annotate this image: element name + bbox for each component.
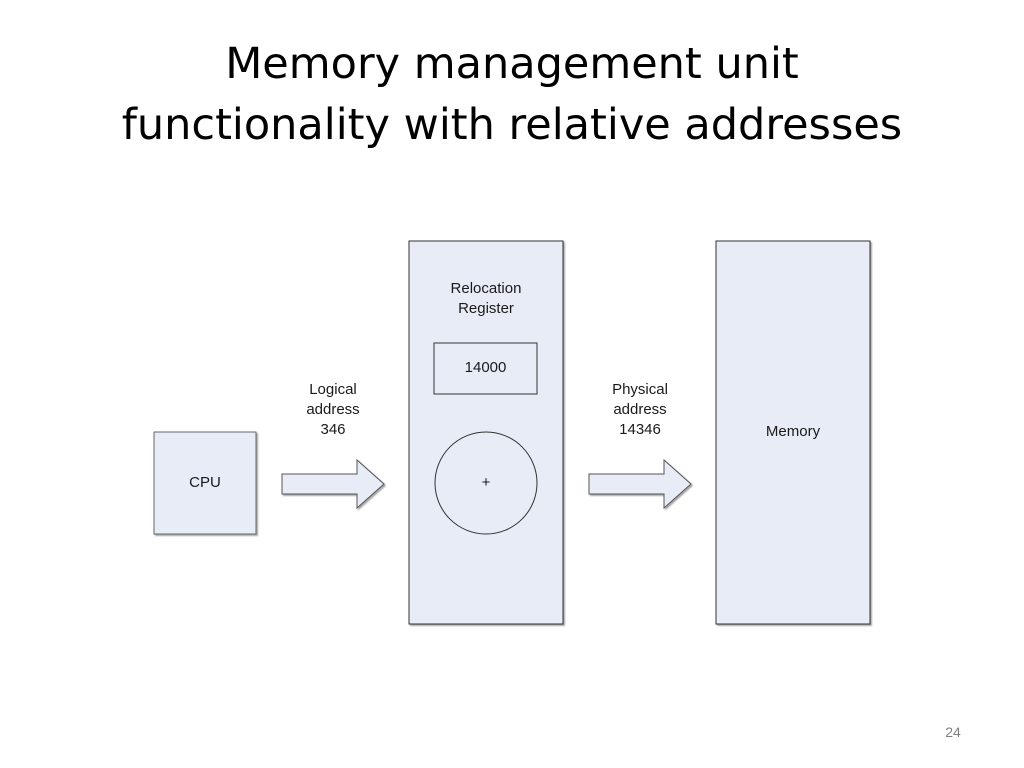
page-number: 24 <box>945 724 961 740</box>
physical-address-value: 14346 <box>619 421 661 438</box>
relocation-register-label: Relocation Register <box>409 279 563 319</box>
relocation-register-value-box <box>433 342 538 395</box>
slide-title-line-2: functionality with relative addresses <box>121 100 903 150</box>
cpu-box <box>153 431 257 535</box>
memory-panel <box>715 240 871 625</box>
physical-address-line-1: Physical <box>612 381 668 398</box>
slide-title-line-1: Memory management unit <box>225 39 799 89</box>
logical-address-arrow <box>281 458 385 510</box>
adder-circle <box>434 431 538 535</box>
relocation-register-line-2: Register <box>458 300 514 317</box>
logical-address-label: Logical address 346 <box>282 380 384 440</box>
cpu-label: CPU <box>189 474 221 491</box>
relocation-register-value: 14000 <box>464 359 507 376</box>
memory-label: Memory <box>765 423 821 440</box>
logical-address-line-2: address <box>306 401 360 418</box>
physical-address-label: Physical address 14346 <box>589 380 691 440</box>
physical-address-line-2: address <box>613 401 667 418</box>
physical-address-arrow <box>588 458 692 510</box>
relocation-register-line-1: Relocation <box>450 280 522 297</box>
logical-address-value: 346 <box>320 421 346 438</box>
adder-symbol: + <box>481 474 491 491</box>
slide-title: Memory management unit functionality wit… <box>0 34 1024 156</box>
logical-address-line-1: Logical <box>309 381 357 398</box>
